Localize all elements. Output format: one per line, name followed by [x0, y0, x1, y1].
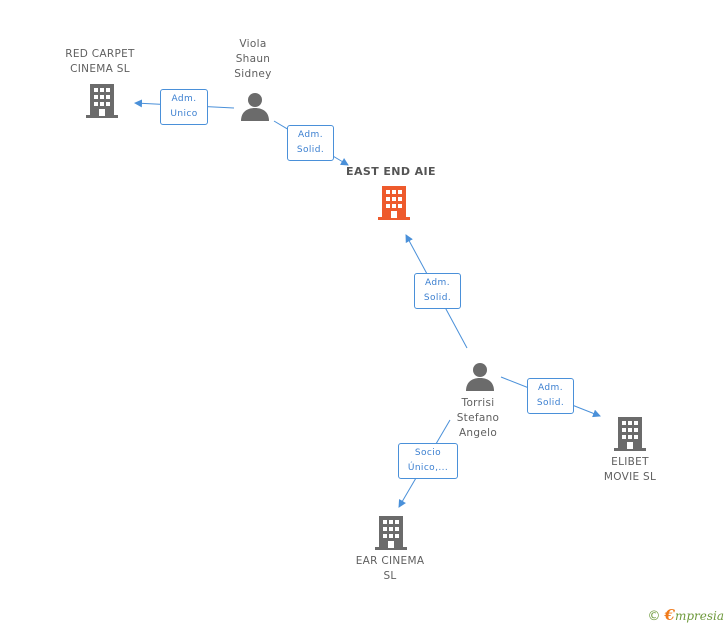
edge-label-adm-solid[interactable]: Adm. Solid. [527, 378, 574, 414]
edge-label-socio-unico[interactable]: Socio Único,... [398, 443, 458, 479]
empresia-logo[interactable]: ©€mpresia [648, 606, 725, 624]
edge-label-line: Solid. [536, 398, 565, 408]
building-icon[interactable] [378, 186, 410, 220]
edge-label-line: Adm. [298, 130, 323, 140]
building-icon[interactable] [86, 84, 118, 118]
edge-label-line: Adm. [538, 383, 563, 393]
brand-name: mpresia [674, 609, 724, 623]
edge-label-line: Único,... [407, 463, 449, 473]
red-carpet-cinema-label: RED CARPET CINEMA SL [65, 48, 135, 75]
edge-label-adm-solid[interactable]: Adm. Solid. [287, 125, 334, 161]
copyright-icon: © [647, 609, 661, 624]
person-icon[interactable] [240, 92, 270, 122]
east-end-aie-label: EAST END AIE [346, 165, 436, 178]
person-icon[interactable] [465, 362, 495, 392]
ear-cinema-label: EAR CINEMA SL [355, 555, 425, 582]
elibet-movie-label: ELIBET MOVIE SL [603, 456, 657, 483]
torrisi-stefano-angelo-label: Torrisi Stefano Angelo [456, 397, 500, 439]
brand-initial: € [664, 606, 675, 624]
edge-label-line: Adm. [425, 278, 450, 288]
edge-label-line: Solid. [296, 145, 325, 155]
edge-label-line: Socio [414, 448, 442, 458]
edge-label-line: Unico [170, 109, 198, 119]
building-icon[interactable] [375, 516, 407, 550]
building-icon[interactable] [614, 417, 646, 451]
edge-label-line: Solid. [423, 293, 452, 303]
viola-shaun-sidney-label: Viola Shaun Sidney [234, 38, 272, 80]
edge-label-adm-unico[interactable]: Adm. Unico [160, 89, 208, 125]
edge-label-adm-solid[interactable]: Adm. Solid. [414, 273, 461, 309]
edge-label-line: Adm. [171, 94, 197, 104]
